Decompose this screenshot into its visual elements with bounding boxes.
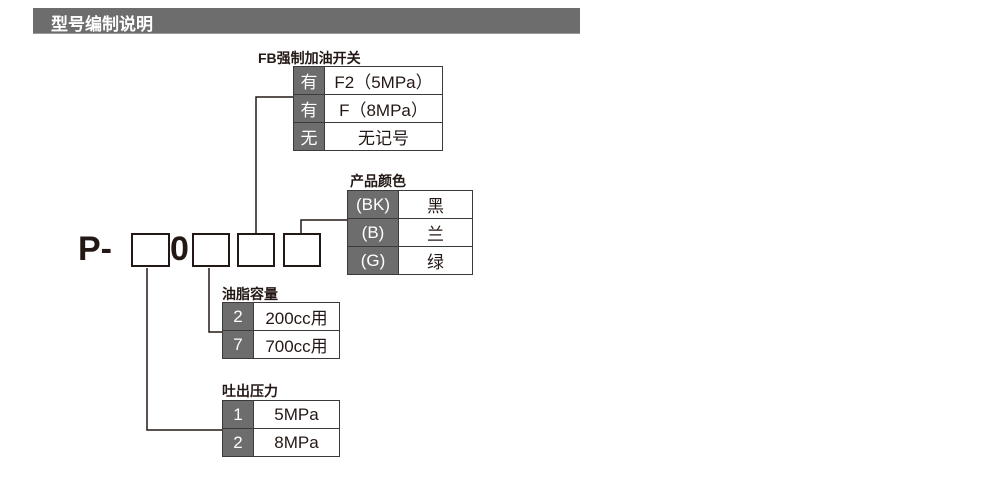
- value-cell: F2（5MPa）: [324, 66, 443, 95]
- connector-fb: [255, 96, 293, 233]
- value-cell: 700cc用: [253, 330, 340, 359]
- fb-switch-title: FB强制加油开关: [258, 50, 361, 66]
- value-cell: 200cc用: [253, 302, 340, 331]
- code-cell: 2: [222, 428, 254, 457]
- code-cell: 7: [222, 330, 254, 359]
- code-cell: (G): [347, 246, 399, 275]
- model-box-grease: [192, 233, 230, 267]
- table-row: 无无记号: [293, 122, 443, 151]
- section-header: 型号编制说明: [33, 8, 580, 34]
- value-cell: F（8MPa）: [324, 94, 443, 123]
- color-table: (BK)黑 (B)兰 (G)绿: [347, 190, 473, 275]
- table-row: (B)兰: [347, 218, 473, 247]
- value-cell: 绿: [398, 246, 473, 275]
- model-box-fb: [237, 233, 275, 267]
- model-prefix: P-: [78, 230, 112, 268]
- code-cell: (BK): [347, 190, 399, 219]
- connector-pressure: [146, 268, 222, 431]
- value-cell: 无记号: [324, 122, 443, 151]
- value-cell: 8MPa: [253, 428, 340, 457]
- code-cell: 有: [293, 94, 325, 123]
- table-row: (BK)黑: [347, 190, 473, 219]
- code-cell: (B): [347, 218, 399, 247]
- pressure-title: 吐出压力: [222, 383, 278, 399]
- code-cell: 有: [293, 66, 325, 95]
- grease-title: 油脂容量: [222, 286, 278, 302]
- color-title: 产品颜色: [350, 173, 406, 189]
- value-cell: 兰: [398, 218, 473, 247]
- table-row: (G)绿: [347, 246, 473, 275]
- section-title: 型号编制说明: [51, 15, 153, 34]
- value-cell: 5MPa: [253, 400, 340, 429]
- model-box-color: [283, 233, 321, 267]
- code-cell: 1: [222, 400, 254, 429]
- model-fixed-digit: 0: [170, 230, 189, 268]
- value-cell: 黑: [398, 190, 473, 219]
- code-cell: 无: [293, 122, 325, 151]
- code-cell: 2: [222, 302, 254, 331]
- connector-color: [300, 219, 347, 233]
- connector-grease: [208, 268, 222, 333]
- model-box-pressure: [131, 233, 170, 267]
